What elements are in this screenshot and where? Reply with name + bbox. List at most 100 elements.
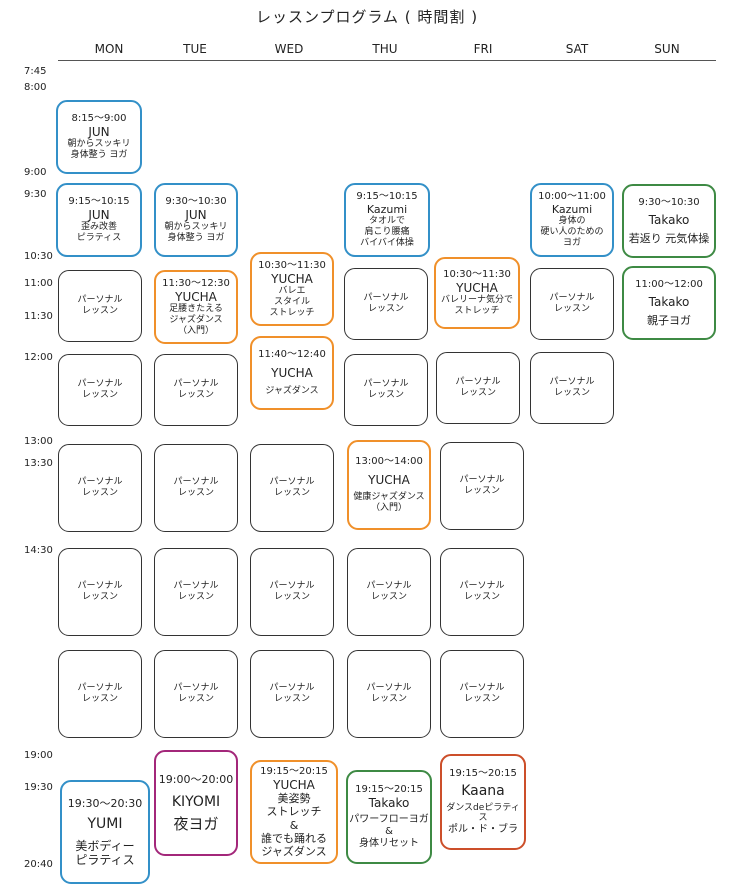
time-label: 12:00 [24,352,53,363]
class-sat-kazumi-yoga[interactable]: 10:00～11:00 Kazumi 身体の 硬い人のための ヨガ [530,183,614,257]
personal-lesson[interactable]: パーソナル レッスン [58,650,142,738]
time-label: 13:30 [24,458,53,469]
class-time: 11:30～12:30 [162,277,230,289]
class-desc: 朝からスッキリ [164,222,228,233]
personal-label: パーソナル [77,379,123,390]
day-header-thu: THU [372,42,398,56]
class-thu-takako-flow[interactable]: 19:15～20:15 Takako パワーフローヨガ & 身体リセット [346,770,432,864]
time-label: 10:30 [24,251,53,262]
class-desc: ストレッチ [454,306,500,317]
class-desc: ピラティス [75,852,135,867]
personal-label: レッスン [370,694,407,704]
class-tue-jun-yoga[interactable]: 9:30～10:30 JUN 朝からスッキリ 身体整う ヨガ [154,183,238,257]
personal-label: パーソナル [269,477,315,488]
personal-lesson[interactable]: パーソナル レッスン [58,270,142,342]
personal-lesson[interactable]: パーソナル レッスン [250,444,334,532]
class-desc: & [289,818,299,832]
time-label: 9:00 [24,167,47,178]
class-desc: バレエ [278,286,306,296]
personal-label: レッスン [81,390,118,400]
personal-lesson[interactable]: パーソナル レッスン [344,354,428,426]
instructor-name: Kazumi [366,203,408,217]
personal-label: パーソナル [549,293,595,304]
class-desc: パワーフローヨガ [349,813,429,825]
class-desc: & [385,825,393,837]
class-mon-jun-pilates[interactable]: 9:15～10:15 JUN 歪み改善 ピラティス [56,183,142,257]
personal-label: パーソナル [173,683,219,694]
personal-label: パーソナル [549,377,595,388]
class-tue-yucha-jazz[interactable]: 11:30～12:30 YUCHA 足腰きたえる ジャズダンス （入門） [154,270,238,344]
personal-label: レッスン [273,592,310,602]
personal-label: パーソナル [459,581,505,592]
personal-label: レッスン [367,304,404,314]
class-time: 9:30～10:30 [638,197,700,209]
personal-lesson[interactable]: パーソナル レッスン [347,650,431,738]
personal-label: パーソナル [173,379,219,390]
instructor-name: Takako [368,796,410,811]
instructor-name: KIYOMI [171,794,221,811]
time-label: 19:00 [24,750,53,761]
class-desc: 若返り 元気体操 [628,231,710,245]
personal-lesson[interactable]: パーソナル レッスン [154,650,238,738]
personal-lesson[interactable]: パーソナル レッスン [347,548,431,636]
personal-label: パーソナル [269,683,315,694]
class-fri-yucha-ballerina[interactable]: 10:30～11:30 YUCHA バレリーナ気分で ストレッチ [434,257,520,329]
personal-lesson[interactable]: パーソナル レッスン [250,548,334,636]
personal-lesson[interactable]: パーソナル レッスン [154,354,238,426]
header-rule [58,60,716,61]
class-thu-kazumi-towel[interactable]: 9:15～10:15 Kazumi タオルで 肩こり腰痛 バイバイ体操 [344,183,430,257]
personal-label: パーソナル [173,477,219,488]
class-sun-takako-oyako[interactable]: 11:00～12:00 Takako 親子ヨガ [622,266,716,340]
personal-label: レッスン [177,592,214,602]
class-desc: （入門） [370,503,407,514]
personal-lesson[interactable]: パーソナル レッスン [440,442,524,530]
day-header-sat: SAT [565,42,589,56]
personal-lesson[interactable]: パーソナル レッスン [154,444,238,532]
class-time: 19:30～20:30 [67,796,143,810]
time-label: 7:45 [24,66,47,77]
personal-label: パーソナル [363,293,409,304]
class-desc: 身体の [558,216,586,227]
personal-lesson[interactable]: パーソナル レッスン [530,268,614,340]
personal-lesson[interactable]: パーソナル レッスン [154,548,238,636]
class-desc: ピラティス [76,233,122,244]
time-label: 13:00 [24,436,53,447]
personal-label: レッスン [553,388,590,398]
class-desc: タオルで [368,216,405,227]
personal-lesson[interactable]: パーソナル レッスン [58,444,142,532]
class-wed-yucha-posture[interactable]: 19:15～20:15 YUCHA 美姿勢 ストレッチ & 誰でも踊れる ジャズ… [250,760,338,864]
personal-label: パーソナル [459,475,505,486]
personal-lesson[interactable]: パーソナル レッスン [440,548,524,636]
class-thu-yucha-jazz[interactable]: 13:00～14:00 YUCHA 健康ジャズダンス （入門） [347,440,431,530]
class-time: 19:15～20:15 [355,784,423,796]
personal-lesson[interactable]: パーソナル レッスン [436,352,520,424]
instructor-name: YUCHA [273,777,315,792]
class-wed-yucha-jazz[interactable]: 11:40～12:40 YUCHA ジャズダンス [250,336,334,410]
class-time: 11:40～12:40 [258,349,326,361]
personal-label: パーソナル [363,379,409,390]
instructor-name: YUCHA [271,366,313,381]
class-time: 19:15～20:15 [449,767,517,779]
class-time: 9:30～10:30 [165,196,227,207]
class-mon-yumi[interactable]: 19:30～20:30 YUMI 美ボディー ピラティス [60,780,150,884]
class-desc: 歪み改善 [80,222,117,233]
personal-lesson[interactable]: パーソナル レッスン [530,352,614,424]
class-desc: ダンスdeピラティス [446,802,520,824]
class-desc: 夜ヨガ [173,814,219,833]
personal-lesson[interactable]: パーソナル レッスン [250,650,334,738]
personal-label: パーソナル [366,581,412,592]
class-fri-kaana[interactable]: 19:15～20:15 Kaana ダンスdeピラティス ポル・ド・ブラ [440,754,526,850]
class-tue-kiyomi[interactable]: 19:00～20:00 KIYOMI 夜ヨガ [154,750,238,856]
personal-label: レッスン [273,694,310,704]
personal-lesson[interactable]: パーソナル レッスン [440,650,524,738]
class-wed-yucha-ballet[interactable]: 10:30～11:30 YUCHA バレエ スタイル ストレッチ [250,252,334,326]
personal-label: パーソナル [77,477,123,488]
personal-lesson[interactable]: パーソナル レッスン [58,354,142,426]
instructor-name: YUCHA [271,271,313,286]
personal-lesson[interactable]: パーソナル レッスン [58,548,142,636]
class-sun-takako-genki[interactable]: 9:30～10:30 Takako 若返り 元気体操 [622,184,716,258]
time-label: 8:00 [24,82,47,93]
personal-lesson[interactable]: パーソナル レッスン [344,268,428,340]
class-time: 13:00～14:00 [355,456,423,467]
class-mon-jun-yoga[interactable]: 8:15～9:00 JUN 朝からスッキリ 身体整う ヨガ [56,100,142,174]
